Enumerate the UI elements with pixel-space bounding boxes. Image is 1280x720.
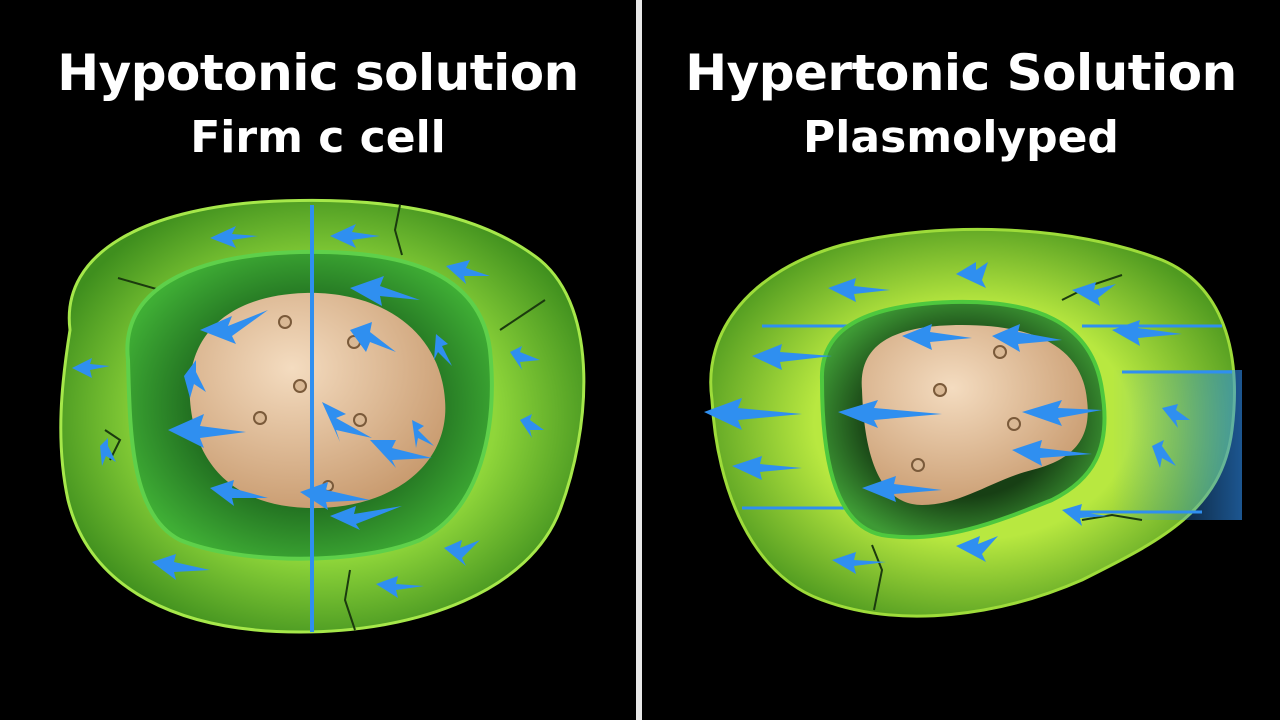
arrow-icon bbox=[446, 260, 490, 284]
arrow-icon bbox=[330, 506, 402, 530]
arrow-icon bbox=[184, 360, 206, 398]
arrow-icon bbox=[992, 324, 1062, 352]
arrow-icon bbox=[1072, 282, 1116, 306]
arrow-icon bbox=[300, 482, 370, 510]
arrow-icon bbox=[1152, 440, 1176, 468]
arrow-icon bbox=[862, 476, 942, 502]
arrow-icon bbox=[412, 420, 434, 448]
water-arrows bbox=[72, 224, 544, 598]
panel-divider bbox=[636, 0, 642, 720]
arrow-icon bbox=[520, 414, 544, 438]
arrow-icon bbox=[200, 310, 268, 344]
hypertonic-subtitle: Plasmolyped bbox=[803, 112, 1119, 163]
arrow-icon bbox=[350, 276, 420, 306]
arrow-icon bbox=[832, 552, 886, 574]
hypotonic-title: Hypotonic solution bbox=[57, 44, 579, 102]
flow-lines bbox=[742, 324, 1232, 514]
hypotonic-panel: Hypotonic solution Firm c cell bbox=[0, 0, 636, 720]
arrow-icon bbox=[444, 540, 480, 566]
wall-crack bbox=[499, 299, 546, 331]
turgid-cell-illustration bbox=[59, 198, 586, 634]
wall-crack bbox=[871, 544, 884, 611]
arrow-icon bbox=[956, 262, 988, 288]
arrow-icon bbox=[72, 358, 110, 378]
arrow-icon bbox=[370, 440, 432, 468]
arrow-icon bbox=[168, 414, 246, 448]
arrow-icon bbox=[210, 480, 268, 506]
arrow-icon bbox=[100, 438, 116, 466]
arrow-icon bbox=[1112, 320, 1182, 346]
wall-crack bbox=[1081, 513, 1143, 521]
arrow-icon bbox=[732, 456, 802, 480]
arrow-icon bbox=[322, 402, 372, 442]
arrow-icon bbox=[152, 554, 210, 580]
arrow-icon bbox=[376, 576, 424, 598]
arrow-icon bbox=[510, 346, 540, 370]
arrow-icon bbox=[1062, 504, 1108, 526]
plasmolysed-cell-illustration bbox=[704, 227, 1242, 618]
arrow-icon bbox=[838, 400, 942, 428]
arrow-icon bbox=[434, 334, 452, 366]
hypertonic-panel: Hypertonic Solution Plasmolyped bbox=[642, 0, 1280, 720]
granules bbox=[911, 345, 1021, 472]
hypertonic-title: Hypertonic Solution bbox=[685, 44, 1237, 102]
wall-crack bbox=[393, 204, 403, 256]
water-arrows bbox=[704, 262, 1190, 574]
arrow-icon bbox=[902, 324, 972, 350]
arrow-icon bbox=[350, 322, 396, 352]
hypotonic-subtitle: Firm c cell bbox=[190, 112, 446, 163]
vacuole bbox=[189, 292, 446, 509]
blue-glow bbox=[1112, 370, 1242, 520]
wall-crack bbox=[104, 429, 122, 461]
arrow-icon bbox=[752, 344, 832, 370]
arrow-icon bbox=[956, 536, 998, 562]
arrow-icon bbox=[1162, 404, 1190, 428]
arrow-icon bbox=[828, 278, 890, 302]
arrow-icon bbox=[210, 226, 258, 248]
arrow-icon bbox=[1022, 400, 1102, 426]
arrow-icon bbox=[1012, 440, 1092, 466]
arrow-icon bbox=[330, 224, 380, 248]
arrow-icon bbox=[704, 398, 802, 430]
wall-crack bbox=[343, 569, 356, 631]
